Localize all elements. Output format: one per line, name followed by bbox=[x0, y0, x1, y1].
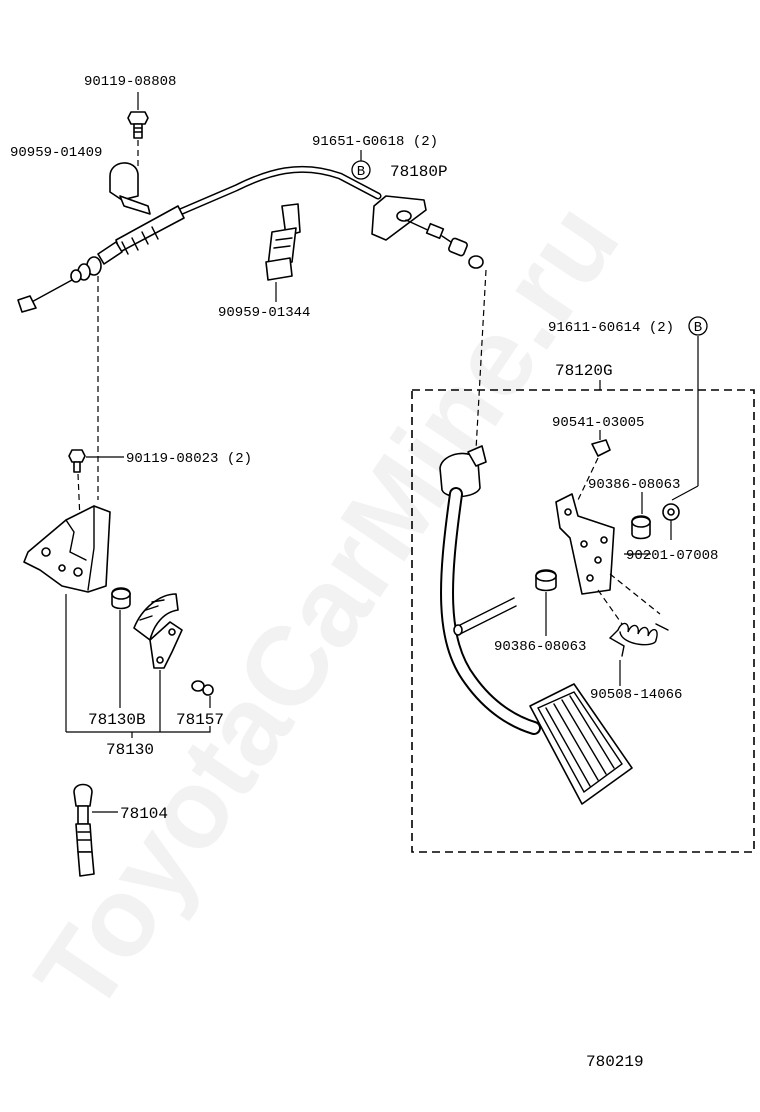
watermark-text: ToyotaCarMine.ru bbox=[11, 181, 642, 1033]
label-78104: 78104 bbox=[120, 805, 168, 823]
label-78130: 78130 bbox=[106, 741, 154, 759]
spring-icon bbox=[608, 622, 669, 657]
cushion-icon bbox=[111, 587, 131, 610]
pedal-rod-icon bbox=[73, 783, 95, 877]
bushing-icon bbox=[535, 569, 557, 592]
svg-text:B: B bbox=[694, 320, 702, 336]
label-78130b: 78130B bbox=[88, 711, 146, 729]
label-78180p: 78180P bbox=[390, 163, 448, 181]
bolt-icon bbox=[127, 111, 149, 139]
label-90508-14066: 90508-14066 bbox=[590, 687, 682, 703]
label-90386-08063-bottom: 90386-08063 bbox=[494, 639, 586, 655]
label-78120g: 78120G bbox=[555, 362, 613, 380]
nut-icon bbox=[191, 680, 214, 696]
svg-text:B: B bbox=[357, 164, 365, 180]
pedal-bracket-icon bbox=[555, 493, 615, 595]
figure-code: 780219 bbox=[586, 1053, 644, 1071]
label-91651-g0618: 91651-G0618 (2) bbox=[312, 134, 438, 150]
marker-b-top: B bbox=[351, 160, 371, 180]
label-90959-01344: 90959-01344 bbox=[218, 305, 310, 321]
pedal-stop-bracket-icon bbox=[23, 505, 111, 593]
assembly-outline-78120g bbox=[411, 389, 755, 853]
label-91611-60614: 91611-60614 (2) bbox=[548, 320, 674, 336]
bushing-icon bbox=[631, 515, 651, 540]
bolt-icon bbox=[591, 439, 611, 457]
label-90386-08063-top: 90386-08063 bbox=[588, 477, 680, 493]
bolt-icon bbox=[68, 449, 86, 473]
cable-clamp-icon bbox=[109, 162, 151, 215]
label-90119-08808: 90119-08808 bbox=[84, 74, 176, 90]
marker-b-right: B bbox=[688, 316, 708, 336]
accelerator-cable bbox=[17, 165, 484, 313]
label-90119-08023: 90119-08023 (2) bbox=[126, 451, 252, 467]
accelerator-pedal-icon bbox=[439, 445, 633, 805]
label-90541-03005: 90541-03005 bbox=[552, 415, 644, 431]
cable-clip-icon bbox=[265, 203, 301, 302]
label-90201-07008: 90201-07008 bbox=[626, 548, 718, 564]
label-78157: 78157 bbox=[176, 711, 224, 729]
label-90959-01409: 90959-01409 bbox=[10, 145, 102, 161]
washer-icon bbox=[662, 503, 680, 521]
pedal-stop-arm-icon bbox=[133, 593, 183, 669]
